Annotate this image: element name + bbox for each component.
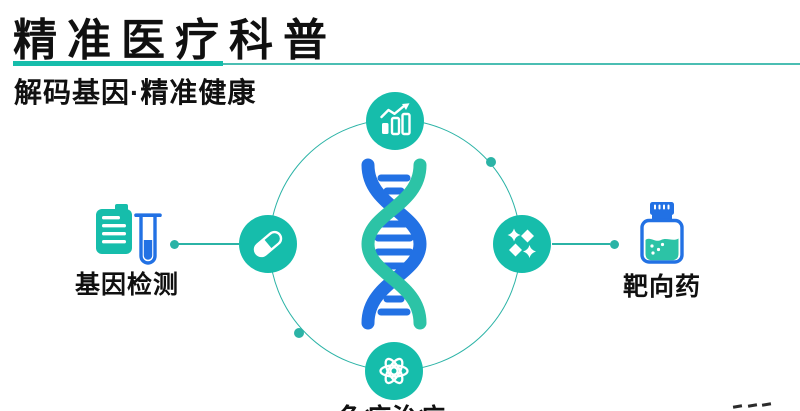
title-underline-line: [13, 63, 800, 65]
left-connector-line: [178, 243, 239, 245]
targeted-drug-label: 靶向药: [622, 273, 701, 301]
node-medication: [239, 215, 297, 273]
left-connector-dot: [170, 239, 179, 249]
bar-chart-trend-icon: [380, 103, 411, 136]
right-connector-line: [552, 243, 610, 245]
orbit-dot-top-right: [486, 157, 496, 167]
page-subtitle: 解码基因·精准健康: [14, 77, 257, 108]
atom-icon: [379, 357, 409, 385]
node-therapy: [365, 342, 423, 400]
node-analytics: [366, 92, 424, 150]
orbit-dot-bottom-left: [294, 328, 304, 338]
title-underline-accent: [13, 61, 223, 66]
capsule-icon: [253, 230, 283, 258]
right-connector-dot: [610, 239, 619, 249]
medicine-bottle-icon: [640, 202, 684, 264]
node-innovation: [493, 215, 551, 273]
page-title: 精准医疗科普: [13, 16, 337, 65]
report-icon: [96, 204, 132, 254]
sparkles-icon: [507, 228, 536, 258]
gene-testing-label: 基因检测: [74, 271, 179, 299]
immunotherapy-label: 免疫治疗: [312, 398, 472, 411]
test-tube-icon: [134, 213, 162, 265]
dna-helix-icon: [361, 158, 427, 330]
